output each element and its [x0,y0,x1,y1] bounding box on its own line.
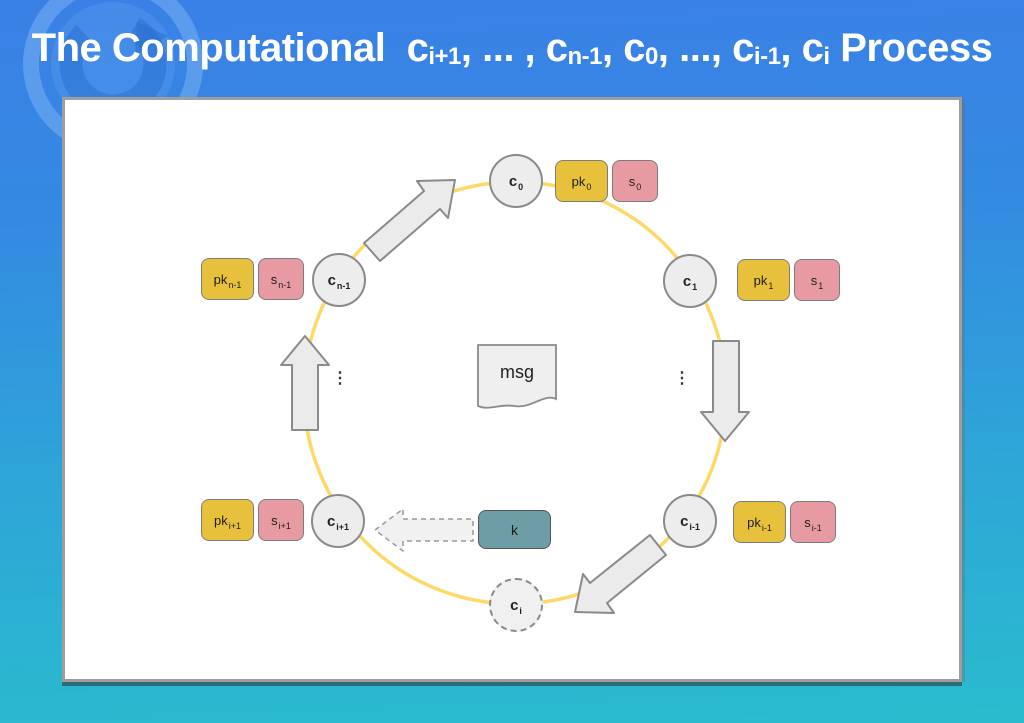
box-label: pk1 [753,272,774,291]
node-c0: c0 [489,154,543,208]
arrow-up-icon [280,335,330,431]
s1-box: s1 [794,259,840,301]
node-label: c0 [508,172,524,192]
k-box: k [478,510,551,549]
diagram-panel: c0 c1 cn-1 ci+1 ci-1 ci pk0 s0 pk1 s1 pk… [62,97,962,682]
box-label: si+1 [271,512,291,531]
box-label: pki-1 [747,514,772,533]
node-label: ci-1 [680,512,700,532]
si-1-box: si-1 [790,501,836,543]
diagram-shapes [280,179,750,614]
box-label: sn-1 [270,271,292,290]
box-label: pk0 [571,173,592,192]
msg-label: msg [499,361,534,382]
vertical-ellipsis-left: ⋮ [332,370,348,387]
pk1-box: pk1 [737,259,790,301]
node-ci: ci [489,578,543,632]
node-label: cn-1 [327,271,351,291]
node-cn-1: cn-1 [312,253,366,307]
box-label: k [511,521,518,538]
node-c1: c1 [663,254,717,308]
box-label: s1 [810,272,824,291]
pkn-1-box: pkn-1 [201,258,254,300]
pki-1-box: pki-1 [733,501,786,543]
si+1-box: si+1 [258,499,304,541]
slide-title: The Computational ci+1, ... , cn-1, c0, … [31,26,993,70]
box-label: s0 [628,173,642,192]
arrow-down-icon [700,340,750,442]
dashed-arrow-left-icon [374,508,474,552]
s0-box: s0 [612,160,658,202]
pki+1-box: pki+1 [201,499,254,541]
box-label: si-1 [804,514,822,533]
node-label: ci+1 [326,512,350,532]
pk0-box: pk0 [555,160,608,202]
vertical-ellipsis-right: ⋮ [674,370,690,387]
msg-document-shape [477,344,557,409]
node-label: c1 [682,272,698,292]
box-label: pkn-1 [213,271,242,290]
node-label: ci [510,596,522,616]
arrow-up-right-icon [363,179,456,262]
node-ci+1: ci+1 [311,494,365,548]
box-label: pki+1 [214,512,241,531]
arrow-down-left-icon [574,534,667,614]
node-ci-1: ci-1 [663,494,717,548]
sn-1-box: sn-1 [258,258,304,300]
